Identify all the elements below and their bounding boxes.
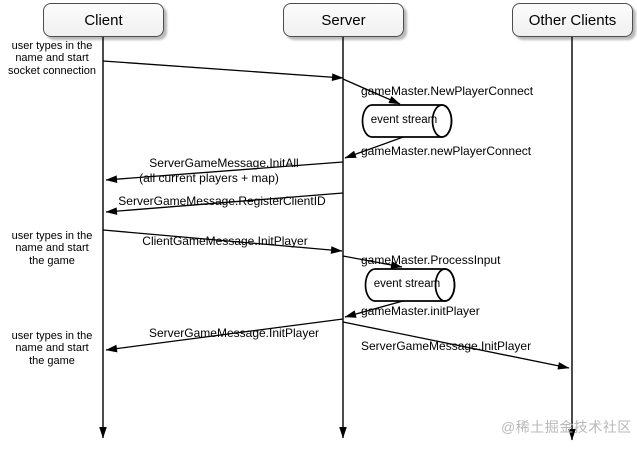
- annotation-start-game-1: user types in the name and start the gam…: [2, 230, 102, 267]
- arrow-client-init-player: [102, 229, 343, 254]
- annotation-line: user types in the: [11, 330, 93, 342]
- arrow-new-player-connect: [342, 78, 401, 105]
- label-process-input: gameMaster.ProcessInput: [361, 253, 501, 267]
- annotation-line: user types in the: [11, 230, 93, 242]
- label-new-player-connect-out: gameMaster.newPlayerConnect: [361, 144, 532, 158]
- arrow-server-init-player-to-others: [342, 321, 570, 370]
- watermark: @稀土掘金技术社区: [501, 419, 632, 435]
- label-new-player-connect: gameMaster.NewPlayerConnect: [361, 84, 534, 98]
- arrow-socket-connect: [102, 60, 344, 82]
- annotation-start-game-2: user types in the name and start the gam…: [2, 330, 102, 367]
- label-init-all-detail: (all current players + map): [139, 171, 279, 185]
- label-init-player-out: gameMaster.initPlayer: [361, 304, 480, 318]
- actor-box-server: Server: [283, 3, 404, 37]
- event-stream-cylinder-1-cap: [431, 104, 453, 138]
- actor-label-client: Client: [84, 11, 123, 29]
- label-register-client-id: ServerGameMessage.RegisterClientID: [118, 194, 326, 208]
- annotation-line: the game: [29, 254, 75, 267]
- label-server-init-player-to-client: ServerGameMessage.InitPlayer: [148, 326, 320, 340]
- arrow-process-input: [342, 255, 403, 269]
- annotation-line: name and start: [15, 52, 89, 65]
- label-server-init-player-to-others: ServerGameMessage.InitPlayer: [361, 339, 532, 353]
- arrow-server-init-player-to-client: [105, 318, 344, 353]
- arrow-init-all: [105, 161, 344, 183]
- annotation-line: the game: [29, 354, 75, 367]
- actor-box-other-clients: Other Clients: [512, 3, 633, 37]
- actor-box-client: Client: [43, 3, 164, 37]
- annotation-line: socket connection: [7, 64, 97, 77]
- annotation-line: name and start: [15, 342, 89, 355]
- label-init-all: ServerGameMessage.InitAll: [149, 156, 299, 170]
- label-event-stream-2: event stream: [373, 278, 441, 290]
- event-stream-cylinder-2-cap: [434, 268, 456, 302]
- annotation-socket-connection: user types in the name and start socket …: [2, 40, 102, 77]
- label-client-init-player: ClientGameMessage.InitPlayer: [142, 234, 308, 248]
- arrow-new-player-connect-out: [344, 135, 407, 159]
- annotation-line: name and start: [15, 242, 89, 255]
- arrow-init-player-out: [344, 300, 404, 318]
- actor-label-other-clients: Other Clients: [528, 11, 617, 29]
- actor-label-server: Server: [321, 11, 366, 29]
- arrow-register-client-id: [105, 192, 344, 215]
- annotation-line: user types in the: [11, 40, 93, 52]
- label-event-stream-1: event stream: [370, 114, 438, 126]
